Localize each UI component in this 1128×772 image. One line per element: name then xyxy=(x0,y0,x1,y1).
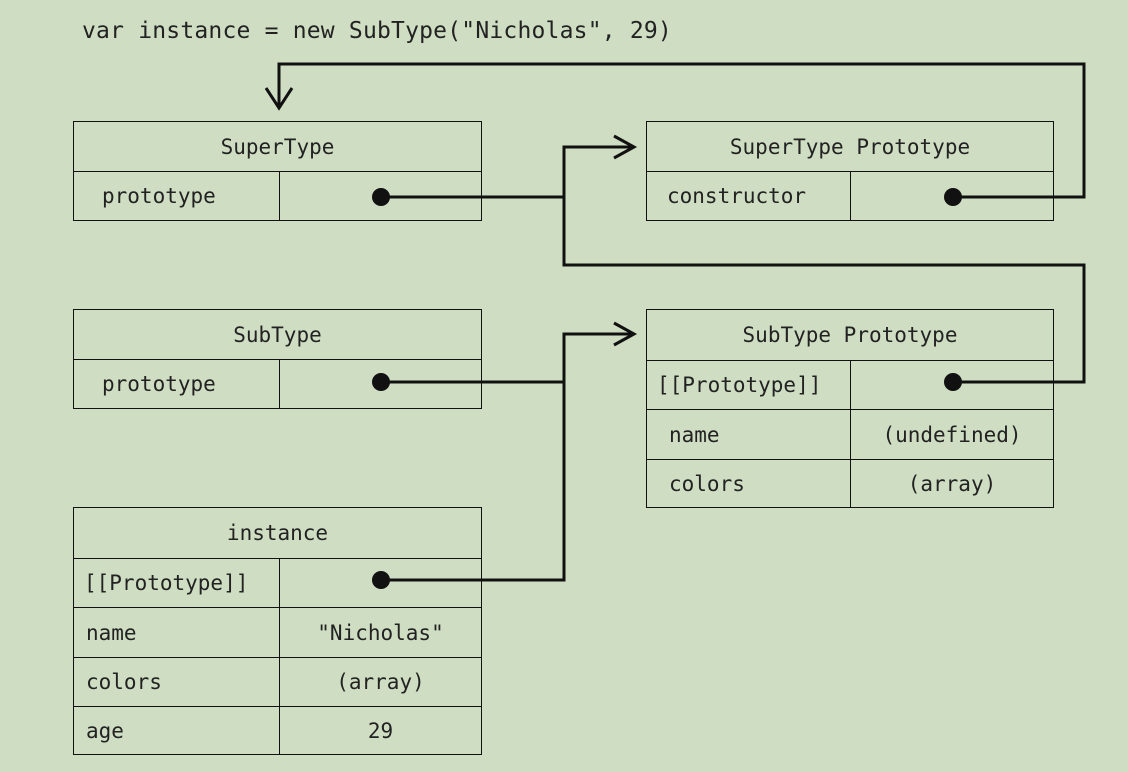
code-line: var instance = new SubType("Nicholas", 2… xyxy=(82,18,672,44)
instance-proto-link-pointer xyxy=(280,559,481,607)
instance-colors-value: (array) xyxy=(336,670,425,694)
instance-age-key: age xyxy=(74,707,280,754)
subtype-proto-name-value: (undefined) xyxy=(882,422,1022,447)
supertype-prototype-title: SuperType Prototype xyxy=(729,134,971,159)
subtype-prototype-pointer xyxy=(280,360,481,408)
subtype-proto-link-key: [[Prototype]] xyxy=(647,361,851,409)
instance-age-value: 29 xyxy=(367,718,394,743)
subtype-prototype-title: SubType Prototype xyxy=(742,323,958,347)
constructor-pointer xyxy=(851,172,1053,220)
supertype-prototype-pointer xyxy=(280,172,481,220)
subtype-title: SubType xyxy=(233,322,322,347)
instance-proto-link-key: [[Prototype]] xyxy=(74,559,280,607)
supertype-title: SuperType xyxy=(220,134,335,159)
subtype-box: SubType prototype xyxy=(73,309,482,409)
subtype-prototype-arrowhead xyxy=(613,321,638,347)
instance-name-key: name xyxy=(74,608,280,657)
supertype-prototype-box: SuperType Prototype constructor xyxy=(646,121,1054,221)
instance-colors-key: colors xyxy=(74,658,280,706)
supertype-prototype-key: prototype xyxy=(74,172,280,220)
constructor-arrowhead xyxy=(264,87,294,111)
subtype-proto-link-pointer xyxy=(851,361,1053,409)
instance-title: instance xyxy=(226,521,329,545)
constructor-key: constructor xyxy=(647,172,851,220)
instance-box: instance [[Prototype]] name "Nicholas" c… xyxy=(73,507,482,755)
subtype-prototype-key: prototype xyxy=(74,360,280,408)
supertype-box: SuperType prototype xyxy=(73,121,482,221)
supertype-prototype-arrowhead xyxy=(613,134,638,160)
instance-name-value: "Nicholas" xyxy=(317,620,444,645)
subtype-prototype-box: SubType Prototype [[Prototype]] name (un… xyxy=(646,309,1054,508)
subtype-proto-name-key: name xyxy=(647,410,851,459)
subtype-proto-colors-key: colors xyxy=(647,460,851,507)
subtype-proto-colors-value: (array) xyxy=(907,471,997,496)
